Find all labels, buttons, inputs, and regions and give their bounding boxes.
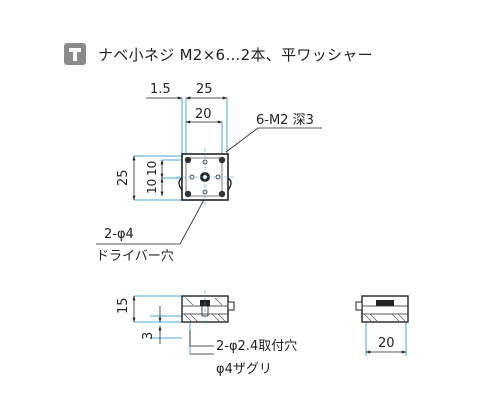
label-mount-hole: 2-φ2.4取付穴 — [216, 339, 297, 354]
side-view: 20 — [355, 295, 409, 356]
dim-15: 15 — [116, 297, 131, 314]
label-driver-hole-count: 2-φ4 — [104, 227, 134, 242]
dim-25-width: 25 — [196, 82, 213, 97]
dim-20-side: 20 — [378, 336, 395, 351]
dim-3: 3 — [141, 332, 156, 340]
dim-10-a: 10 — [145, 161, 159, 176]
header-title: ナベ小ネジ M2×6…2本、平ワッシャー — [98, 45, 373, 64]
screw-fastener-icon — [64, 43, 86, 65]
label-driver-hole: ドライバー穴 — [96, 249, 174, 264]
header: ナベ小ネジ M2×6…2本、平ワッシャー — [64, 42, 373, 66]
top-view: 1.5 25 20 25 10 10 6-M2 深3 2-φ4 ドライバー穴 — [96, 82, 322, 264]
dim-1-5: 1.5 — [150, 82, 171, 97]
label-counterbore: φ4ザグリ — [216, 362, 272, 377]
dim-25-height: 25 — [116, 169, 131, 186]
front-view: 15 3 2-φ2.4取付穴 φ4ザグリ — [116, 290, 297, 377]
dim-20-width: 20 — [195, 107, 212, 122]
dim-10-b: 10 — [145, 179, 159, 194]
label-tap-holes: 6-M2 深3 — [256, 113, 314, 128]
